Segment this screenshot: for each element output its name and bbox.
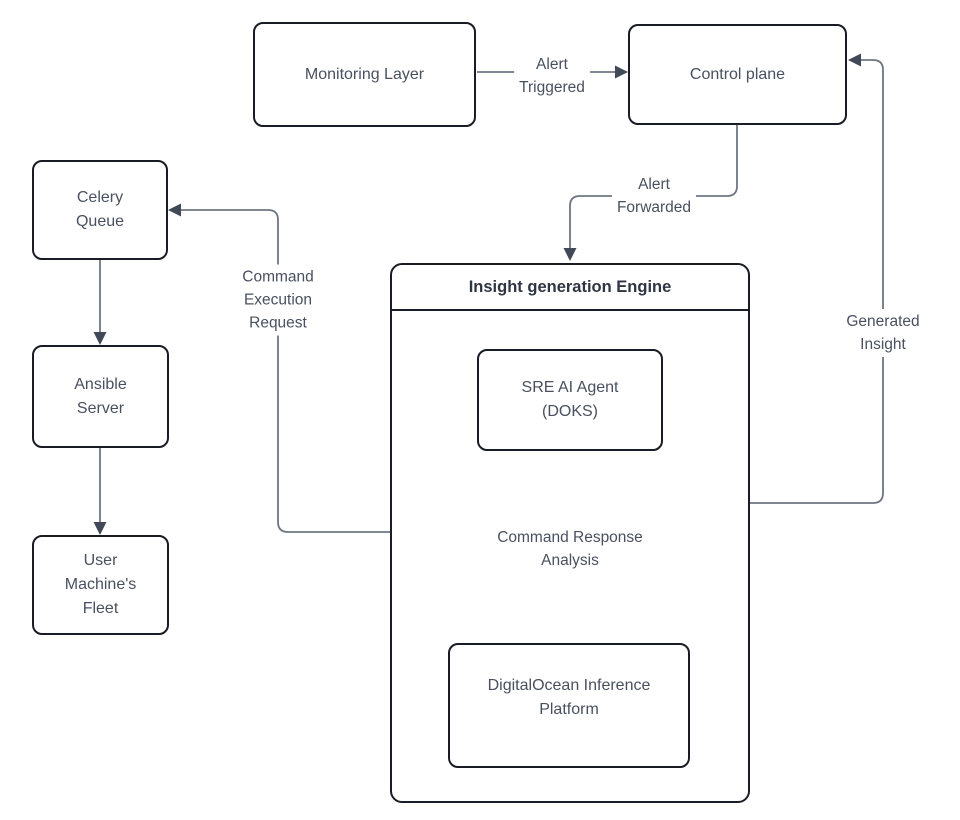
node-ansible-server: Ansible Server [32,345,169,448]
edge-label-command-response-analysis: Command Response Analysis [492,525,648,573]
arrowhead-generated-insight [848,53,861,67]
edge-label-alert-triggered: Alert Triggered [514,52,590,100]
node-user-machines-fleet: User Machine's Fleet [32,535,169,635]
node-digitalocean-inference-platform: DigitalOcean Inference Platform [448,643,690,768]
edge-label-command-execution-request: Command Execution Request [237,264,319,336]
arrowhead-command-execution-request [168,203,181,217]
node-sre-ai-agent: SRE AI Agent (DOKS) [477,349,663,451]
arrowhead-celery-to-ansible [93,332,107,345]
edge-generated-insight [750,59,884,504]
node-celery-queue: Celery Queue [32,160,168,260]
node-control-plane: Control plane [628,24,847,125]
edge-command-execution-request [177,209,390,533]
node-monitoring-layer: Monitoring Layer [253,22,476,127]
insight-engine-title: Insight generation Engine [392,265,748,311]
arrowhead-ansible-to-fleet [93,522,107,535]
arrowhead-alert-forwarded [563,248,577,261]
edge-label-generated-insight: Generated Insight [841,309,925,357]
edge-label-alert-forwarded: Alert Forwarded [611,172,697,220]
arrowhead-alert-triggered [615,65,628,79]
